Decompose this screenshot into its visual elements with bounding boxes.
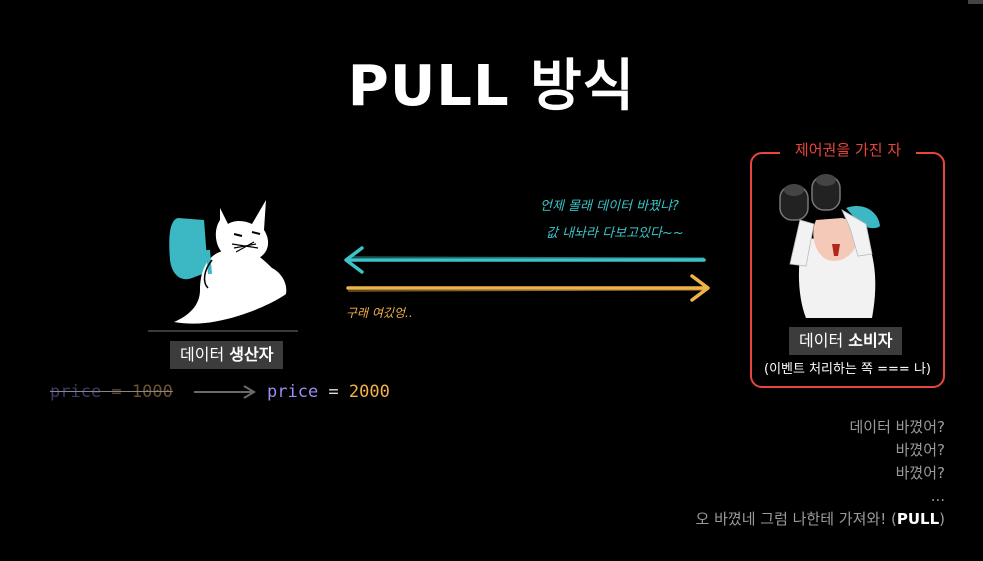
log-line-5: 오 바꼈네 그럼 나한테 가져와! (PULL): [696, 508, 945, 531]
producer-ground-line: [148, 330, 298, 332]
producer-label: 데이터 생산자: [170, 341, 284, 369]
handwritten-question-line2: 값 내놔라 다보고있다~~: [546, 226, 684, 241]
request-arrow-left: [344, 246, 706, 274]
log-line-5-suffix: ): [939, 510, 945, 528]
polling-log: 데이터 바꼈어? 바꼈어? 바꼈어? ... 오 바꼈네 그럼 나한테 가져와!…: [696, 416, 945, 531]
new-price-code: price = 2000: [267, 381, 390, 403]
corner-mark: [968, 0, 983, 4]
old-price-eq: =: [101, 382, 132, 402]
code-change-arrow: [194, 385, 256, 399]
log-line-1: 데이터 바꼈어?: [849, 418, 945, 436]
log-line-4: ...: [930, 487, 945, 505]
page-title: PULL 방식: [347, 54, 636, 119]
old-price-code: price = 1000: [50, 381, 173, 403]
request-response-arrows: [344, 246, 710, 302]
new-price-eq: =: [318, 382, 349, 402]
consumer-binoculars-illustration: [779, 174, 880, 318]
log-line-5-prefix: 오 바꼈네 그럼 나한테 가져와! (: [695, 510, 897, 528]
log-line-2: 바꼈어?: [895, 441, 945, 459]
new-price-value: 2000: [348, 382, 390, 402]
old-price-value: 1000: [131, 382, 173, 402]
log-line-5-bold: PULL: [896, 510, 940, 528]
new-price-keyword: price: [267, 382, 319, 402]
consumer-label: 데이터 소비자: [789, 327, 903, 355]
log-line-3: 바꼈어?: [895, 464, 945, 482]
old-price-keyword: price: [50, 382, 102, 402]
consumer-label-prefix: 데이터: [799, 331, 849, 350]
consumer-frame-title: 제어권을 가진 자: [780, 139, 916, 161]
consumer-subtitle: (이벤트 처리하는 쪽 === 나): [764, 362, 931, 377]
handwritten-question-line1: 언제 몰래 데이터 바꿨냐?: [540, 199, 679, 214]
handwritten-reply: 구래 여깄엉..: [346, 306, 413, 320]
producer-label-prefix: 데이터: [180, 345, 230, 364]
producer-label-bold: 생산자: [229, 345, 274, 364]
response-arrow-right: [346, 274, 710, 302]
producer-cat-illustration: [169, 200, 287, 324]
consumer-label-bold: 소비자: [848, 331, 893, 350]
